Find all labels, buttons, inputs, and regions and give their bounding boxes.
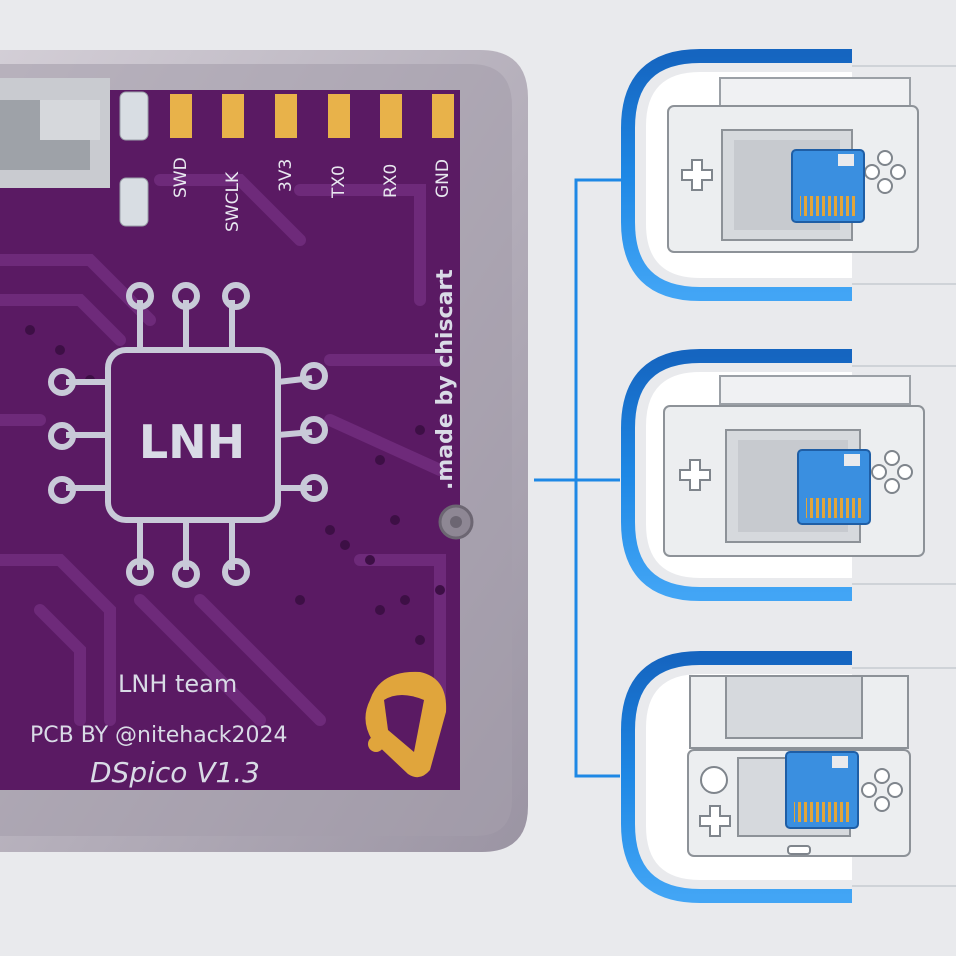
dspico-cart-icon <box>791 149 865 223</box>
led-1 <box>119 91 149 141</box>
pin-label-swd: SWD <box>171 157 191 198</box>
pcb-traces <box>0 174 446 726</box>
card-arc <box>621 49 852 301</box>
led-2 <box>119 177 149 227</box>
cat-mascot-logo <box>365 671 447 778</box>
pcb-vias <box>25 325 445 645</box>
credit-text: PCB BY @nitehack2024 <box>30 723 288 748</box>
team-text: LNH team <box>118 670 237 698</box>
card-arc <box>621 349 852 601</box>
pin-label-rx0: RX0 <box>381 164 401 198</box>
model-text: DSpico V1.3 <box>90 756 260 789</box>
maker-text: .made by chiscart <box>433 269 458 490</box>
debug-pads <box>170 94 454 138</box>
dspico-board: SWD SWCLK 3V3 TX0 RX0 GND LNH .made by c… <box>0 50 528 852</box>
dspico-cart-icon <box>785 751 859 829</box>
console-card-dsi <box>621 349 956 601</box>
pin-label-3v3: 3V3 <box>276 159 296 192</box>
dspico-cart-icon <box>797 449 871 525</box>
connector-lines <box>534 178 622 778</box>
chip-logo <box>48 282 328 588</box>
chip-label: LNH <box>139 415 245 469</box>
pin-label-swclk: SWCLK <box>223 171 243 232</box>
card-arc <box>621 651 852 903</box>
pin-label-tx0: TX0 <box>329 165 349 199</box>
pin-labels: SWD SWCLK 3V3 TX0 RX0 GND <box>171 157 453 232</box>
pin-label-gnd: GND <box>433 159 453 198</box>
console-card-ds-lite <box>621 49 956 301</box>
console-card-3ds-xl <box>621 651 956 903</box>
